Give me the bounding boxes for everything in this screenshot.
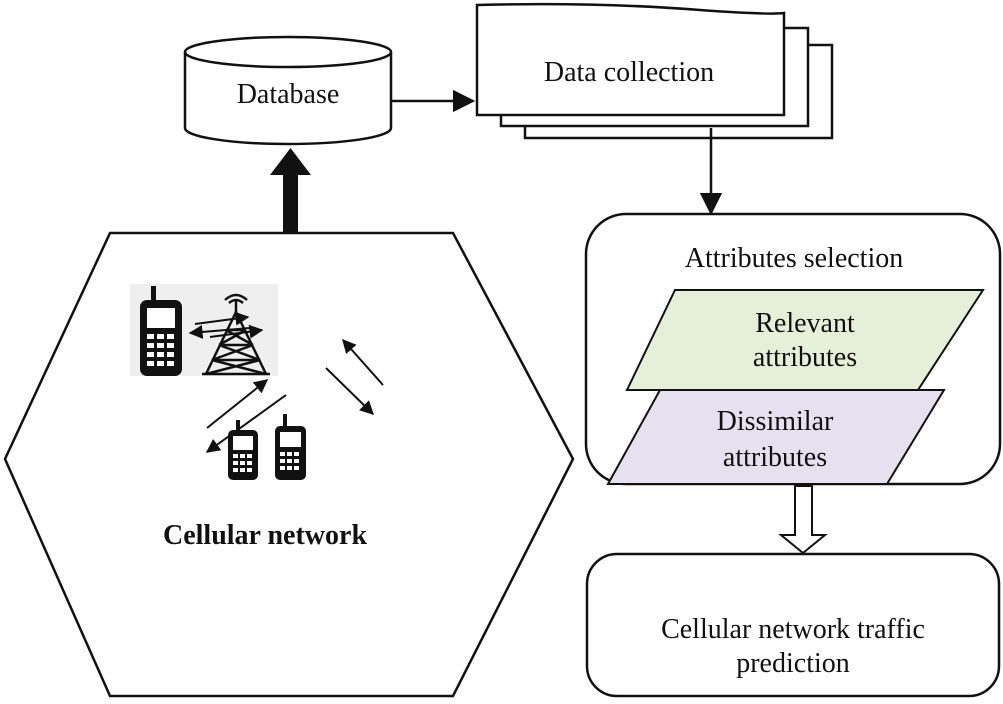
cellular-network-node: Cellular network — [3, 231, 575, 698]
prediction-line2: prediction — [736, 648, 850, 679]
signal-arrow — [205, 394, 287, 453]
data-collection-node: Data collection — [475, 2, 834, 140]
attributes-selection-node: Attributes selection Relevant attributes… — [584, 212, 1002, 486]
attributes-selection-label: Attributes selection — [685, 243, 904, 274]
relevant-attributes-line1: Relevant — [755, 308, 855, 339]
dissimilar-attributes-node: Dissimilar attributes — [606, 389, 946, 485]
database-node: Database — [183, 35, 393, 146]
prediction-line1: Cellular network traffic — [661, 614, 925, 645]
cellular-network-label: Cellular network — [163, 520, 367, 551]
database-label: Database — [237, 79, 340, 110]
phone-icon — [140, 286, 182, 376]
relevant-attributes-line2: attributes — [753, 342, 857, 373]
signal-arrow — [209, 324, 264, 339]
relevant-attributes-node: Relevant attributes — [625, 289, 985, 391]
signal-arrow — [188, 324, 251, 339]
dissimilar-attributes-line2: attributes — [723, 442, 827, 473]
phone-icon — [275, 414, 306, 480]
signal-arrow — [206, 379, 269, 429]
phone-icon — [228, 420, 258, 480]
prediction-node: Cellular network traffic prediction — [585, 552, 1001, 698]
arrow-attributes-to-prediction — [778, 485, 828, 555]
data-collection-label: Data collection — [544, 57, 714, 88]
arrow-network-to-database — [270, 148, 311, 234]
signal-arrow — [194, 311, 250, 326]
signal-arrows-icon — [325, 338, 384, 415]
dissimilar-attributes-line1: Dissimilar — [717, 406, 834, 437]
